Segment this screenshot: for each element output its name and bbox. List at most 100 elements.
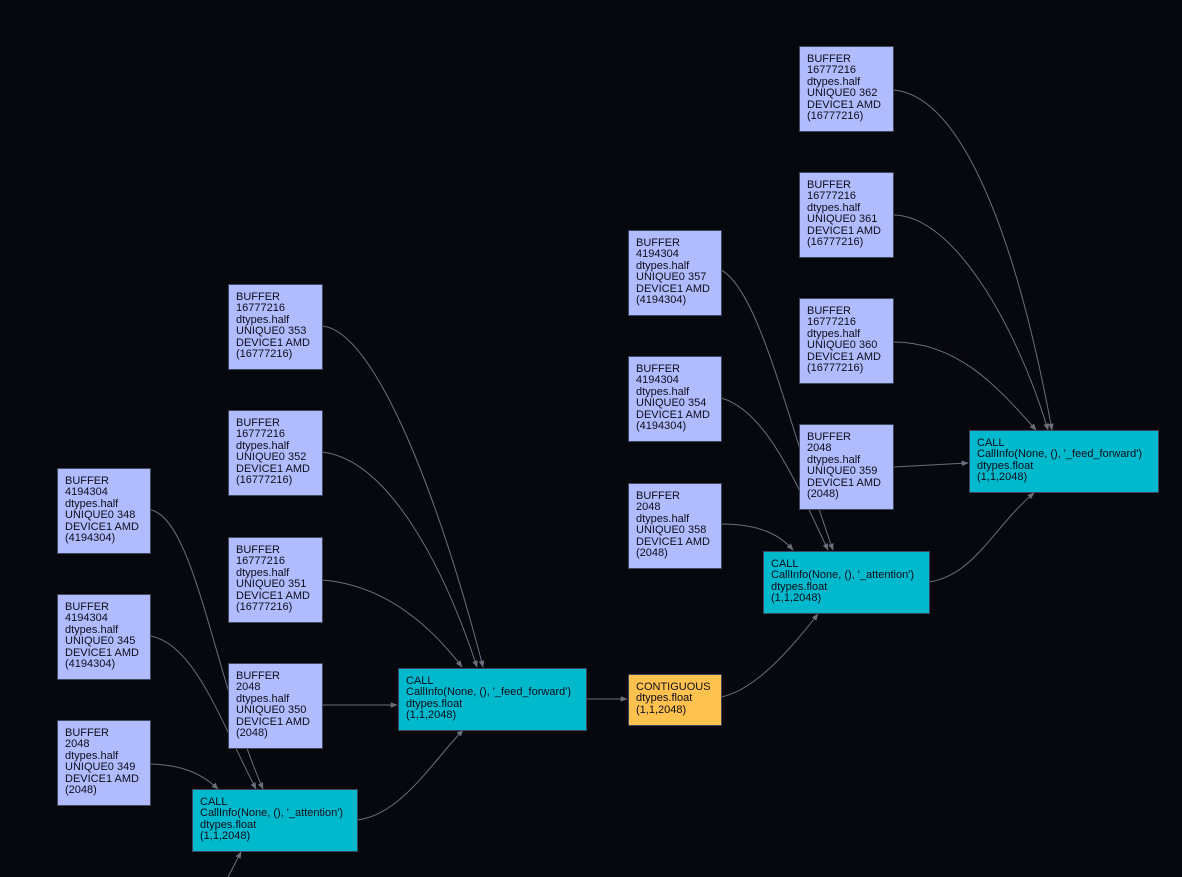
- node-text-line: (16777216): [236, 348, 293, 361]
- node-text-line: CallInfo(None, (), '_attention'): [200, 807, 343, 820]
- node-text-line: 16777216: [236, 555, 285, 568]
- node-text-line: UNIQUE0 354: [636, 397, 707, 410]
- node-text-line: DEVICE1 AMD: [236, 589, 310, 602]
- node-text-line: 2048: [636, 501, 661, 514]
- node-text-line: DEVICE1 AMD: [807, 224, 881, 237]
- node-text-line: (1,1,2048): [200, 830, 251, 843]
- edge-below-att1: [227, 851, 242, 877]
- edge-b358-att2: [720, 523, 794, 551]
- node-text-line: (2048): [236, 727, 268, 740]
- node-text-line: DEVICE1 AMD: [65, 646, 139, 659]
- edge-b362-ff2: [892, 89, 1054, 431]
- node-text-line: DEVICE1 AMD: [65, 772, 139, 785]
- node-text-line: BUFFER: [236, 417, 280, 429]
- node-text-line: dtypes.half: [236, 566, 290, 579]
- buffer-node-351[interactable]: BUFFER 16777216 dtypes.half UNIQUE0 351 …: [228, 537, 323, 623]
- node-text-line: UNIQUE0 359: [807, 465, 878, 478]
- node-text-line: BUFFER: [65, 727, 109, 739]
- node-text-line: DEVICE1 AMD: [636, 282, 710, 295]
- node-text-line: 16777216: [807, 190, 856, 203]
- node-text-line: (1,1,2048): [771, 592, 822, 605]
- node-text-line: dtypes.half: [65, 749, 119, 762]
- edge-b361-ff2: [892, 214, 1049, 431]
- node-text-line: (16777216): [236, 601, 293, 614]
- node-text-line: DEVICE1 AMD: [236, 336, 310, 349]
- buffer-node-352[interactable]: BUFFER 16777216 dtypes.half UNIQUE0 352 …: [228, 410, 323, 496]
- node-text-line: DEVICE1 AMD: [807, 350, 881, 363]
- node-text-line: (1,1,2048): [406, 709, 457, 722]
- node-text-line: dtypes.float: [406, 697, 463, 710]
- node-text-line: dtypes.half: [636, 385, 690, 398]
- edge-att1-ff1: [356, 729, 464, 821]
- contiguous-node[interactable]: CONTIGUOUS dtypes.float (1,1,2048): [628, 674, 722, 726]
- buffer-node-345[interactable]: BUFFER 4194304 dtypes.half UNIQUE0 345 D…: [57, 594, 151, 680]
- node-text-line: DEVICE1 AMD: [236, 462, 310, 475]
- node-text-line: DEVICE1 AMD: [807, 98, 881, 111]
- buffer-node-362[interactable]: BUFFER 16777216 dtypes.half UNIQUE0 362 …: [799, 46, 894, 132]
- node-text-line: 2048: [236, 681, 261, 694]
- node-text-line: dtypes.half: [807, 201, 861, 214]
- node-text-line: CONTIGUOUS: [636, 681, 711, 693]
- node-text-line: UNIQUE0 345: [65, 635, 136, 648]
- edge-b351-ff1: [321, 579, 463, 668]
- buffer-node-358[interactable]: BUFFER 2048 dtypes.half UNIQUE0 358 DEVI…: [628, 483, 722, 569]
- buffer-node-357[interactable]: BUFFER 4194304 dtypes.half UNIQUE0 357 D…: [628, 230, 722, 316]
- node-text-line: (16777216): [807, 362, 864, 375]
- node-text-line: 16777216: [236, 302, 285, 315]
- node-text-line: 2048: [807, 442, 832, 455]
- buffer-node-359[interactable]: BUFFER 2048 dtypes.half UNIQUE0 359 DEVI…: [799, 424, 894, 510]
- node-text-line: BUFFER: [807, 305, 851, 317]
- node-text-line: dtypes.half: [807, 75, 861, 88]
- node-text-line: (4194304): [636, 294, 687, 307]
- buffer-node-349[interactable]: BUFFER 2048 dtypes.half UNIQUE0 349 DEVI…: [57, 720, 151, 806]
- buffer-node-348[interactable]: BUFFER 4194304 dtypes.half UNIQUE0 348 D…: [57, 468, 151, 554]
- node-text-line: BUFFER: [807, 179, 851, 191]
- node-text-line: CallInfo(None, (), '_feed_forward'): [406, 686, 571, 699]
- node-text-line: BUFFER: [236, 670, 280, 682]
- node-text-line: CallInfo(None, (), '_feed_forward'): [977, 448, 1142, 461]
- node-text-line: CallInfo(None, (), '_attention'): [771, 569, 914, 582]
- node-text-line: BUFFER: [236, 544, 280, 556]
- edge-b352-ff1: [321, 451, 478, 668]
- node-text-line: CALL: [406, 675, 434, 687]
- node-text-line: dtypes.half: [65, 497, 119, 510]
- node-text-line: BUFFER: [807, 431, 851, 443]
- node-text-line: 4194304: [65, 612, 108, 625]
- node-text-line: DEVICE1 AMD: [636, 408, 710, 421]
- node-text-line: BUFFER: [636, 490, 680, 502]
- node-text-line: dtypes.half: [636, 512, 690, 525]
- node-text-line: (2048): [807, 488, 839, 501]
- node-text-line: dtypes.half: [807, 327, 861, 340]
- node-text-line: BUFFER: [65, 601, 109, 613]
- node-text-line: (16777216): [236, 474, 293, 487]
- node-text-line: dtypes.half: [807, 453, 861, 466]
- edge-b354-att2: [720, 397, 829, 551]
- buffer-node-354[interactable]: BUFFER 4194304 dtypes.half UNIQUE0 354 D…: [628, 356, 722, 442]
- node-text-line: CALL: [977, 437, 1005, 449]
- buffer-node-353[interactable]: BUFFER 16777216 dtypes.half UNIQUE0 353 …: [228, 284, 323, 370]
- node-text-line: CALL: [200, 796, 228, 808]
- node-text-line: 16777216: [236, 428, 285, 441]
- node-text-line: dtypes.half: [65, 623, 119, 636]
- node-text-line: CALL: [771, 558, 799, 570]
- node-text-line: UNIQUE0 348: [65, 509, 136, 522]
- node-text-line: UNIQUE0 362: [807, 87, 878, 100]
- node-text-line: (4194304): [65, 532, 116, 545]
- node-text-line: dtypes.half: [636, 259, 690, 272]
- buffer-node-350[interactable]: BUFFER 2048 dtypes.half UNIQUE0 350 DEVI…: [228, 663, 323, 749]
- node-text-line: 4194304: [636, 248, 679, 261]
- call-node-feed-forward-1[interactable]: CALL CallInfo(None, (), '_feed_forward')…: [398, 668, 587, 731]
- buffer-node-361[interactable]: BUFFER 16777216 dtypes.half UNIQUE0 361 …: [799, 172, 894, 258]
- buffer-node-360[interactable]: BUFFER 16777216 dtypes.half UNIQUE0 360 …: [799, 298, 894, 384]
- node-text-line: dtypes.float: [771, 580, 828, 593]
- call-node-feed-forward-2[interactable]: CALL CallInfo(None, (), '_feed_forward')…: [969, 430, 1159, 493]
- edge-b360-ff2: [892, 341, 1037, 431]
- edge-att2-ff2: [928, 492, 1035, 583]
- node-text-line: BUFFER: [636, 363, 680, 375]
- call-node-attention-1[interactable]: CALL CallInfo(None, (), '_attention') dt…: [192, 789, 358, 852]
- node-text-line: 4194304: [636, 374, 679, 387]
- node-text-line: BUFFER: [236, 291, 280, 303]
- call-node-attention-2[interactable]: CALL CallInfo(None, (), '_attention') dt…: [763, 551, 930, 614]
- node-text-line: (4194304): [65, 658, 116, 671]
